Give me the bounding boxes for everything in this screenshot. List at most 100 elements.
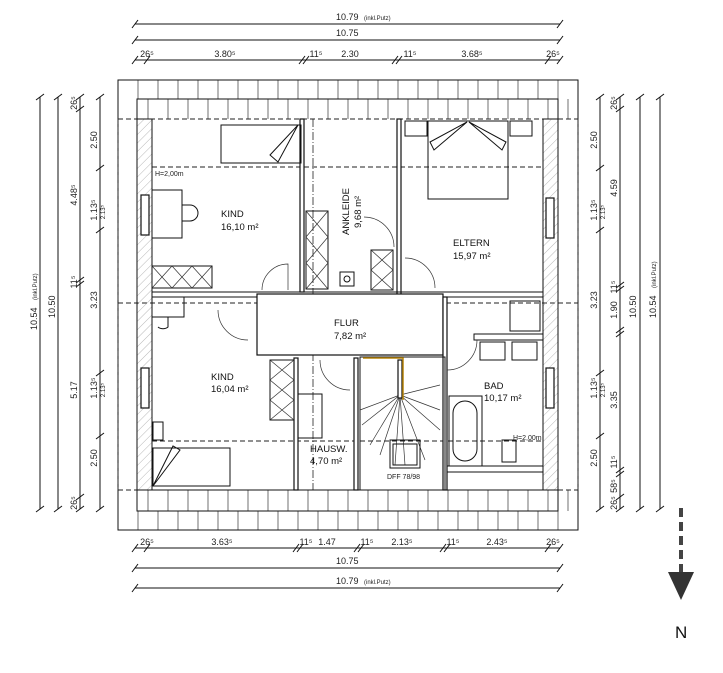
room-name: ELTERN [453, 238, 490, 249]
room-hauswirtschaft: HAUSW. 4,70 m² [310, 444, 347, 467]
dim-tick [655, 93, 665, 101]
dim-label: 2.50 [89, 131, 99, 149]
wall-right [542, 118, 559, 491]
roof-tiles [137, 80, 569, 530]
dim-label: 2.13⁵ [600, 382, 607, 397]
height-note: H=2,00m [155, 171, 184, 178]
room-name: KIND [221, 209, 244, 220]
room-flur: FLUR 7,82 m² [334, 318, 366, 342]
room-name: ANKLEIDE [341, 188, 352, 235]
room-area: 16,04 m² [211, 384, 249, 395]
dim-label: 26⁵ [609, 96, 619, 110]
dim-tick [556, 583, 564, 593]
room-kind-2: KIND 16,04 m² [211, 372, 249, 395]
staircase [359, 356, 446, 491]
dim-right-overall-putz: 10.54 [648, 295, 658, 318]
dim-tick [143, 543, 151, 553]
dim-label: 58⁵ [609, 479, 619, 493]
room-ankleide: ANKLEIDE 9,68 m² [341, 188, 364, 235]
dim-tick [595, 93, 605, 101]
dim-tick [595, 226, 605, 234]
dim-label: 2.13⁵ [100, 204, 107, 219]
dim-tick [443, 543, 451, 553]
dim-label: 4.48⁵ [69, 184, 79, 206]
dim-label: 3.80⁵ [214, 49, 236, 59]
room-eltern: ELTERN 15,97 m² [453, 238, 491, 262]
dim-tick [75, 493, 85, 501]
room-area: 15,97 m² [453, 251, 491, 262]
dim-tick [131, 35, 139, 45]
dim-tick [53, 505, 63, 513]
room-area: 10,17 m² [484, 393, 522, 404]
dim-label: 1.13⁵ [589, 199, 599, 221]
room-kind-1: KIND 16,10 m² [221, 209, 259, 233]
dim-top-overall: 10.75 [336, 28, 359, 38]
double-bed [404, 120, 533, 200]
room-name: FLUR [334, 318, 359, 329]
dim-tick [595, 164, 605, 172]
dim-tick [615, 93, 625, 101]
dim-tick [75, 93, 85, 101]
room-name: KIND [211, 372, 234, 383]
dim-tick [615, 466, 625, 474]
dim-label: 11⁵ [360, 537, 373, 547]
dim-tick [556, 55, 564, 65]
dim-tick [131, 583, 139, 593]
dim-label: 11⁵ [609, 280, 619, 293]
room-bad: BAD 10,17 m² [484, 381, 522, 404]
dim-tick [544, 55, 552, 65]
dim-label: 2.13⁵ [100, 382, 107, 397]
dim-label: 3.23 [89, 291, 99, 309]
dim-tick [391, 55, 399, 65]
dim-tick [95, 164, 105, 172]
dim-tick [95, 93, 105, 101]
dim-tick [595, 369, 605, 377]
dim-tick [615, 505, 625, 513]
dim-top-overall-putz: 10.79 [336, 12, 359, 22]
north-label: N [675, 623, 687, 642]
dim-tick [131, 19, 139, 29]
dim-tick [544, 543, 552, 553]
dim-label: 3.68⁵ [461, 49, 483, 59]
dim-label: 2.43⁵ [486, 537, 508, 547]
dim-right-overall: 10.50 [628, 295, 638, 318]
dim-tick [595, 432, 605, 440]
dim-tick [357, 543, 365, 553]
dim-tick [615, 470, 625, 478]
dim-note: (inkl.Putz) [364, 580, 391, 586]
dim-label: 3.23 [589, 291, 599, 309]
dim-left-overall-putz: 10.54 [29, 307, 39, 330]
dim-label: 2.13⁵ [391, 537, 413, 547]
dim-label: 4.59 [609, 179, 619, 197]
dim-tick [615, 326, 625, 334]
wardrobe [151, 265, 213, 289]
dim-tick [131, 55, 139, 65]
dim-tick [615, 330, 625, 338]
dim-tick [298, 55, 306, 65]
room-area: 9,68 m² [353, 196, 364, 228]
dim-note: (inkl.Putz) [652, 261, 658, 288]
dim-tick [556, 543, 564, 553]
room-area: 16,10 m² [221, 222, 259, 233]
dim-label: 11⁵ [446, 537, 459, 547]
hallway [256, 293, 444, 356]
dim-label: 3.35 [609, 391, 619, 409]
dim-label: 2.50 [89, 449, 99, 467]
dim-tick [353, 543, 361, 553]
dim-tick [556, 563, 564, 573]
height-note: H=2,00m [513, 435, 542, 442]
dim-tick [292, 543, 300, 553]
dim-tick [302, 55, 310, 65]
dim-tick [95, 432, 105, 440]
room-area: 4,70 m² [310, 456, 342, 467]
dim-note: (inkl.Putz) [364, 16, 391, 22]
dim-label: 11⁵ [299, 537, 312, 547]
roof-window-label: DFF 78/98 [387, 474, 420, 481]
dim-left-overall: 10.50 [47, 295, 57, 318]
dim-label: 26⁵ [546, 537, 560, 547]
dim-label: 26⁵ [69, 496, 79, 510]
dim-tick [635, 93, 645, 101]
dim-tick [75, 105, 85, 113]
north-arrow: N [668, 508, 694, 642]
